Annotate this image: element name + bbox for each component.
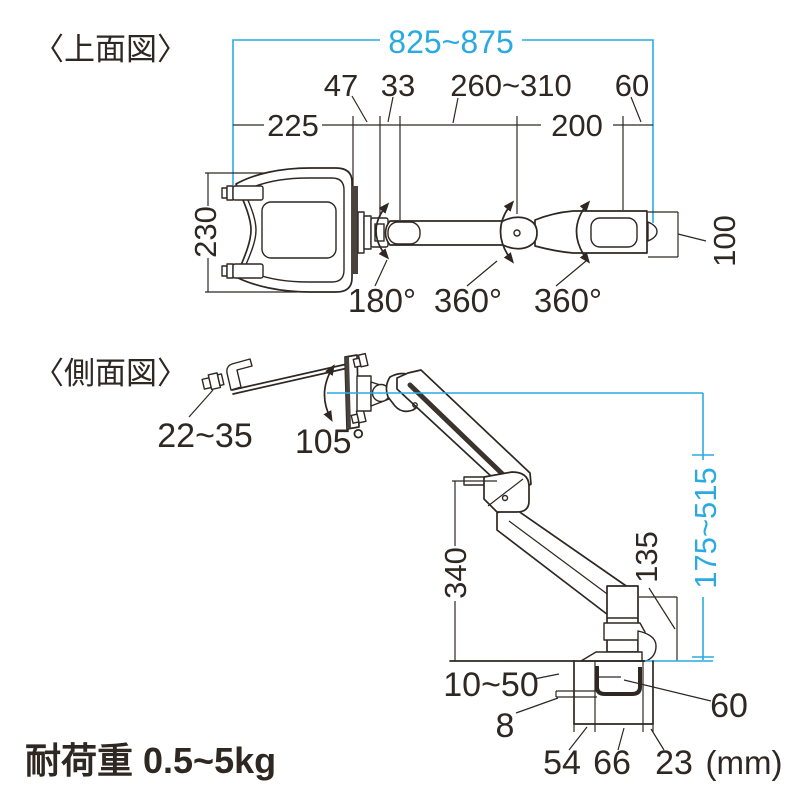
rot-180-label: 180° (348, 282, 416, 319)
rot-360-wrist-label: 360° (534, 282, 602, 319)
bracket-knob-top (221, 185, 264, 201)
arc-105 (323, 364, 335, 422)
side-view: 〈側面図〉 (33, 352, 782, 782)
dim-54-label: 54 (543, 744, 581, 782)
dim-340: 340 (438, 480, 497, 661)
base-column (606, 585, 639, 653)
dim-100-label: 100 (707, 215, 742, 267)
dim-33-label: 33 (381, 68, 415, 103)
rot-360-elbow-label: 360° (434, 282, 502, 319)
unit-label: (mm) (706, 744, 783, 781)
arc-180 (375, 202, 390, 260)
rotation-annotations: 180° 360° 360° (348, 200, 602, 319)
dim-23-label: 23 (655, 744, 693, 782)
arm-side (385, 369, 657, 662)
dim-230: 230 (188, 172, 297, 293)
dim-230-label: 230 (188, 206, 223, 258)
dim-60-top-label: 60 (615, 68, 649, 103)
vesa-bracket-top (221, 167, 389, 293)
vesa-screw-top (352, 352, 369, 368)
dim-overall-width: 825~875 (232, 24, 654, 223)
dim-340-label: 340 (438, 547, 473, 599)
dim-60-side-label: 60 (710, 687, 748, 725)
clamp-dimensions: 10~50 8 60 54 66 23 (mm) (443, 666, 782, 782)
desk-clamp (555, 660, 654, 732)
gas-spring (407, 382, 520, 491)
dim-66-label: 66 (593, 744, 631, 782)
clamp-jaw (595, 666, 642, 696)
dim-chain-top: 47 33 260~310 60 225 200 (233, 68, 653, 220)
load-capacity-label: 耐荷重 0.5~5kg (25, 740, 276, 781)
arc-360-wrist (575, 200, 591, 264)
base-plate (580, 651, 643, 662)
bracket-knob-bottom (221, 263, 264, 279)
dim-135-label: 135 (629, 531, 664, 583)
dim-10-50-label: 10~50 (443, 666, 539, 704)
bracket-tip (201, 372, 225, 391)
vesa-bracket-side (201, 352, 391, 430)
dim-225-label: 225 (267, 108, 319, 143)
arc-360-elbow (499, 200, 515, 264)
dim-height-range: 175~515 (327, 392, 723, 660)
dim-200-label: 200 (551, 108, 603, 143)
arm-top (384, 210, 658, 254)
dim-22-35-label: 22~35 (157, 417, 253, 455)
dim-260-310-label: 260~310 (450, 68, 572, 103)
dim-8-label: 8 (496, 707, 515, 745)
tilt-annotations: 105° 22~35 (157, 364, 365, 461)
arm-end-knob (647, 221, 658, 242)
dim-100: 100 (648, 211, 742, 267)
dim-135: 135 (629, 531, 678, 661)
side-view-title: 〈側面図〉 (33, 356, 188, 391)
dim-47-label: 47 (324, 68, 358, 103)
dim-overall-width-label: 825~875 (388, 24, 513, 60)
top-view-title: 〈上面図〉 (33, 32, 188, 67)
hook (226, 358, 253, 391)
dim-105-label: 105° (295, 423, 365, 461)
top-view: 〈上面図〉 825~875 47 33 260~310 60 225 (33, 24, 742, 319)
dim-175-515-label: 175~515 (688, 467, 723, 589)
